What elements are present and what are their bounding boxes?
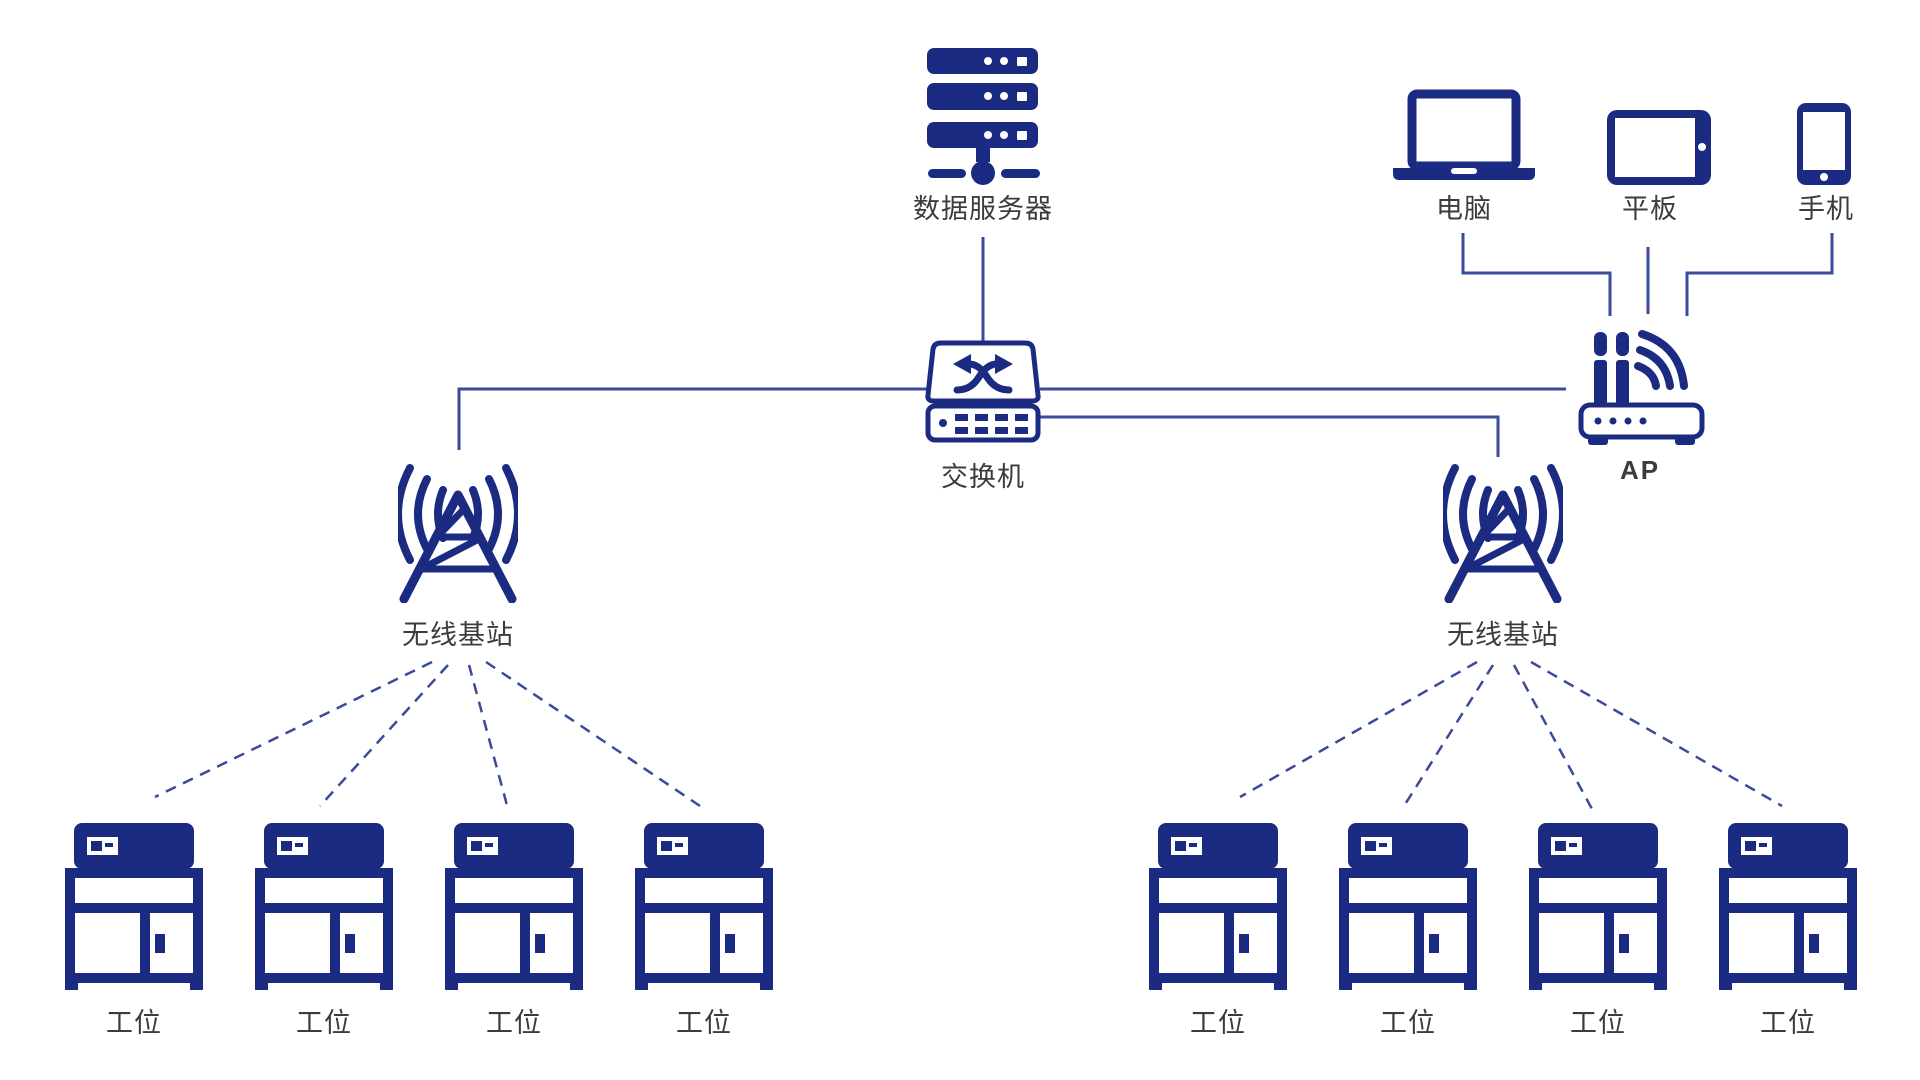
tablet-label: 平板: [1622, 194, 1678, 224]
dashed-link-right-4: [1530, 660, 1783, 808]
phone-label: 手机: [1798, 194, 1854, 224]
workstation-label: 工位: [1380, 1008, 1436, 1038]
line-phone-to-ap: [1685, 233, 1834, 316]
network-switch-icon: [925, 340, 1041, 443]
workstation-icon: [1719, 823, 1857, 990]
smartphone-icon: [1797, 103, 1851, 185]
workstation-label: 工位: [486, 1008, 542, 1038]
base-station-right-icon: [1443, 463, 1563, 603]
workstation-icon: [1149, 823, 1287, 990]
switch-label: 交换机: [941, 462, 1025, 492]
workstation-label: 工位: [296, 1008, 352, 1038]
dashed-link-right-3: [1512, 664, 1594, 810]
wireless-router-icon: [1578, 330, 1705, 445]
base-station-right-label: 无线基站: [1447, 620, 1559, 650]
workstation-label: 工位: [1760, 1008, 1816, 1038]
server-rack-icon: [927, 48, 1040, 185]
line-computer-to-ap: [1461, 233, 1612, 316]
workstation-icon: [1529, 823, 1667, 990]
ap-label: AP: [1619, 455, 1661, 485]
workstation-label: 工位: [106, 1008, 162, 1038]
dashed-link-right-2: [1402, 664, 1495, 807]
dashed-link-left-2: [319, 664, 449, 807]
tablet-icon: [1607, 110, 1711, 185]
computer-label: 电脑: [1436, 194, 1492, 224]
base-station-left-label: 无线基站: [402, 620, 514, 650]
workstation-label: 工位: [676, 1008, 732, 1038]
workstation-label: 工位: [1570, 1008, 1626, 1038]
dashed-link-left-3: [467, 664, 510, 810]
workstation-icon: [65, 823, 203, 990]
workstation-icon: [445, 823, 583, 990]
dashed-link-right-1: [1239, 660, 1478, 799]
workstation-icon: [1339, 823, 1477, 990]
base-station-left-icon: [398, 463, 518, 603]
workstation-icon: [635, 823, 773, 990]
laptop-icon: [1393, 89, 1535, 180]
dashed-link-left-1: [154, 660, 433, 799]
workstation-label: 工位: [1190, 1008, 1246, 1038]
workstation-icon: [255, 823, 393, 990]
dashed-link-left-4: [485, 660, 701, 808]
line-switch-to-basestation-left: [457, 387, 927, 450]
server-label: 数据服务器: [913, 194, 1053, 224]
line-switch-to-basestation-right: [1040, 415, 1500, 457]
